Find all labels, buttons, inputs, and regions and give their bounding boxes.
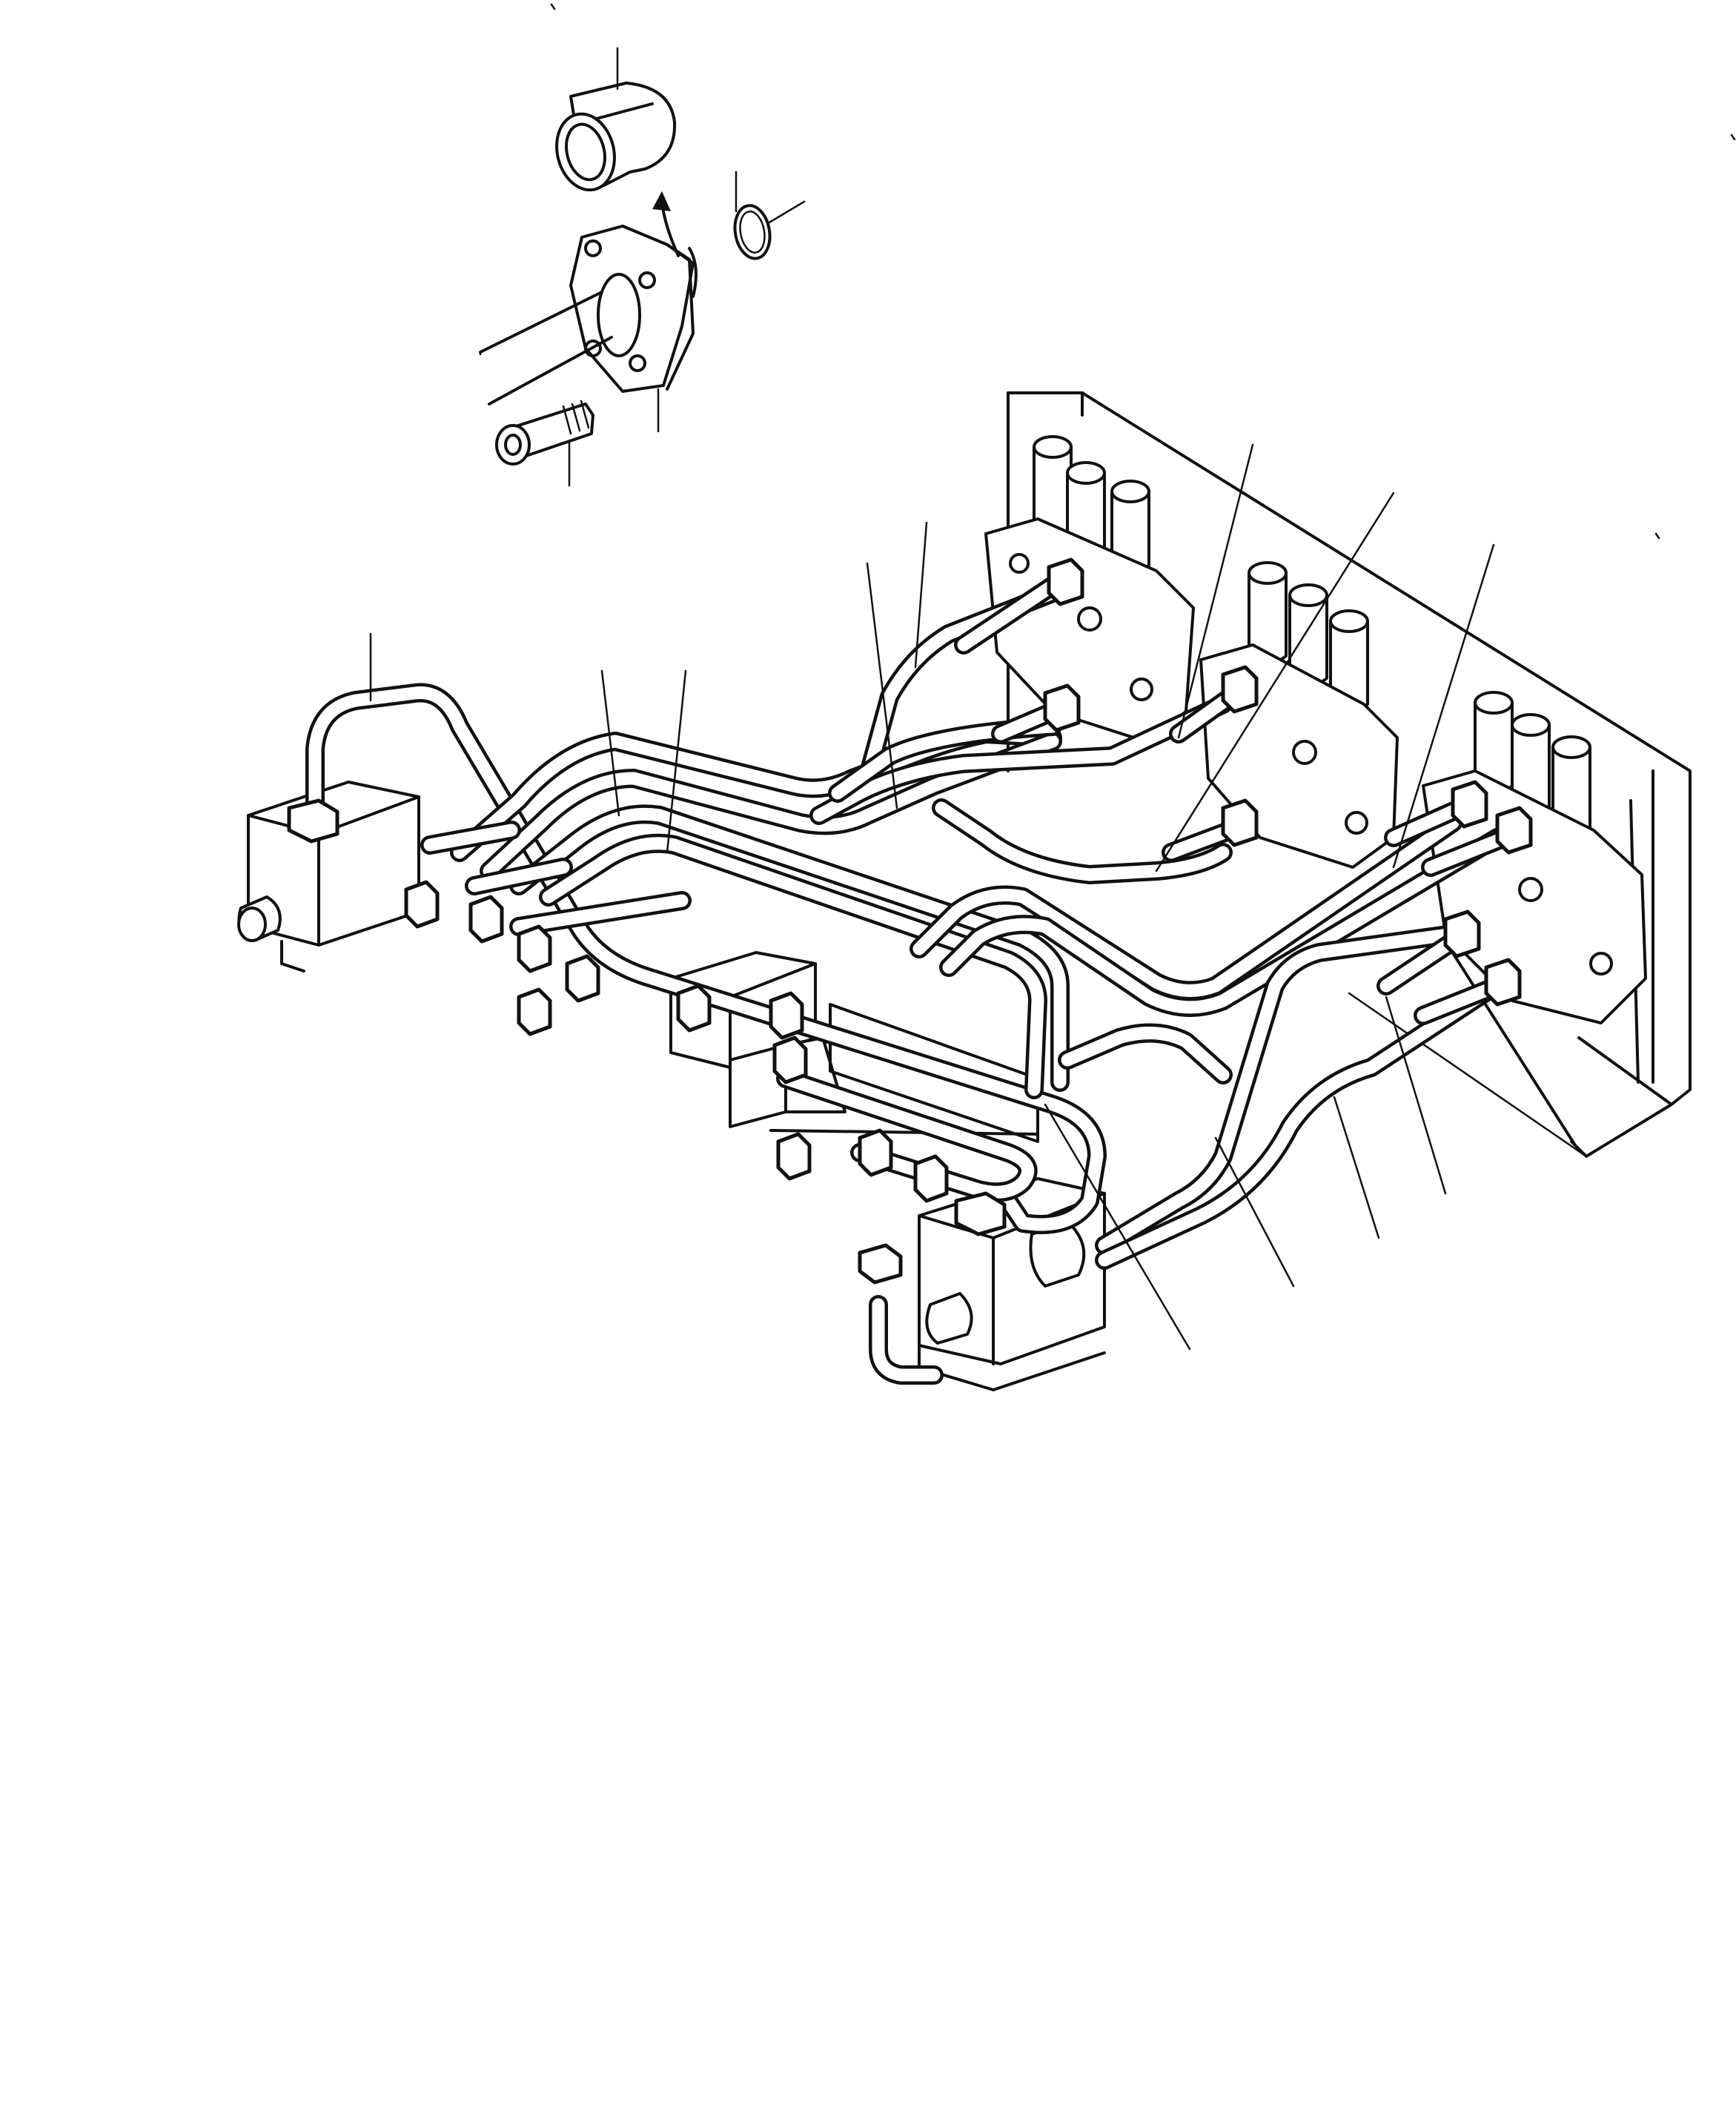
split-flange-icon	[479, 225, 698, 405]
control-valve-block-icon	[984, 391, 1692, 1158]
hex-nut-icon	[287, 557, 1533, 1285]
leader-lines-assembly	[369, 443, 1495, 1351]
cap-plug-icon	[555, 82, 677, 192]
rotation-arrow-icon	[652, 191, 680, 257]
o-ring-icon	[733, 204, 772, 260]
leader-lines-detail	[479, 47, 806, 487]
hex-socket-bolt-icon	[495, 400, 594, 466]
scan-marks	[550, 3, 1736, 540]
hydraulic-tube-icon	[305, 583, 1507, 1385]
